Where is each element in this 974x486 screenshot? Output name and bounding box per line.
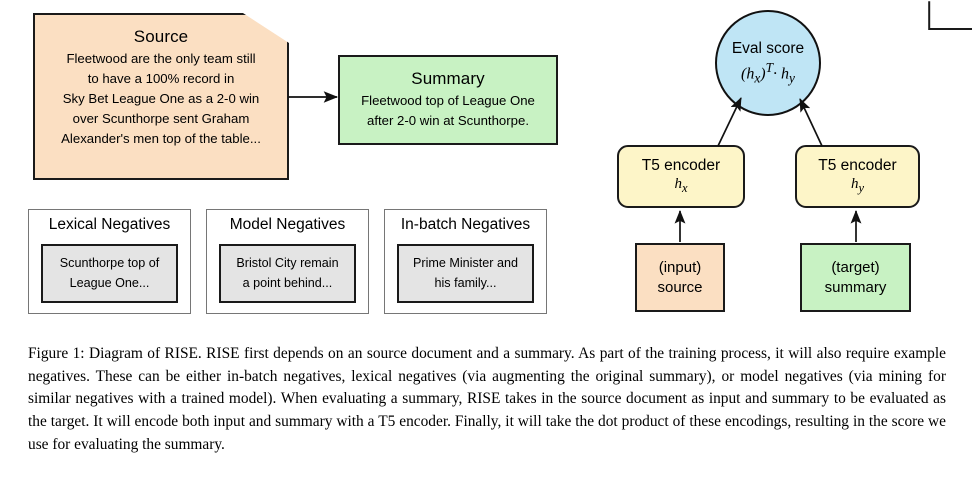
formula-open: (h: [741, 65, 755, 83]
source-line-4: over Scunthorpe sent Graham: [72, 111, 250, 127]
hy-base: h: [850, 176, 859, 192]
t5-encoder-summary-sub: hy: [851, 176, 864, 196]
figure-caption-label: Figure 1:: [28, 345, 85, 362]
target-summary-node: (target) summary: [800, 243, 911, 312]
source-line-2: to have a 100% record in: [87, 71, 235, 87]
inbatch-negatives-example: Prime Minister and his family...: [397, 244, 534, 303]
inbatch-negatives-line-2: his family...: [434, 275, 497, 290]
input-source-line-1: (input): [658, 259, 702, 276]
t5-encoder-source-node: T5 encoder hx: [617, 145, 745, 208]
formula-dot: · h: [773, 65, 790, 83]
source-line-3: Sky Bet League One as a 2-0 win: [62, 91, 260, 107]
hy-script: y: [858, 181, 865, 195]
target-summary-line-2: summary: [824, 278, 887, 296]
model-negatives-line-2: a point behind...: [242, 275, 333, 290]
lexical-negatives-example: Scunthorpe top of League One...: [41, 244, 178, 303]
formula-sub-x: x: [754, 71, 761, 86]
model-negatives-line-1: Bristol City remain: [236, 255, 339, 270]
formula-sup-t: T: [765, 60, 774, 76]
input-source-node: (input) source: [635, 243, 725, 312]
summary-node: Summary Fleetwood top of League One afte…: [338, 55, 558, 145]
formula-sub-y: y: [789, 71, 795, 86]
lexical-negatives-group: Lexical Negatives Scunthorpe top of Leag…: [28, 209, 191, 314]
source-title: Source: [133, 27, 189, 46]
lexical-negatives-line-1: Scunthorpe top of: [59, 255, 160, 270]
eval-score-label: Eval score: [731, 39, 805, 57]
figure-caption-text: Diagram of RISE. RISE first depends on a…: [28, 345, 946, 453]
t5-encoder-source-sub: hx: [674, 176, 687, 196]
eval-score-formula: (hx)T· hy: [741, 60, 795, 86]
input-source-line-2: source: [657, 278, 703, 296]
hx-base: h: [674, 176, 682, 192]
arrow-encoder-summary-to-eval: [799, 98, 823, 147]
summary-title: Summary: [411, 68, 485, 88]
inbatch-negatives-line-1: Prime Minister and: [413, 255, 518, 270]
source-document-node: Source Fleetwood are the only team still…: [33, 13, 289, 180]
inbatch-negatives-title: In-batch Negatives: [400, 216, 531, 233]
t5-encoder-source-title: T5 encoder: [641, 157, 721, 174]
t5-encoder-summary-node: T5 encoder hy: [795, 145, 920, 208]
eval-score-node: Eval score (hx)T· hy: [715, 10, 821, 116]
hx-script: x: [681, 181, 688, 195]
source-line-1: Fleetwood are the only team still: [66, 51, 256, 66]
t5-encoder-summary-title: T5 encoder: [818, 157, 897, 174]
model-negatives-example: Bristol City remain a point behind...: [219, 244, 356, 303]
source-line-5: Alexander's men top of the table...: [61, 131, 261, 147]
model-negatives-title: Model Negatives: [229, 216, 346, 233]
lexical-negatives-title: Lexical Negatives: [48, 216, 171, 233]
source-body: Fleetwood are the only team still to hav…: [61, 49, 261, 149]
figure-caption: Figure 1: Diagram of RISE. RISE first de…: [28, 343, 946, 456]
summary-line-1: Fleetwood top of League One: [361, 92, 535, 108]
target-summary-line-1: (target): [831, 259, 880, 276]
summary-body: Fleetwood top of League One after 2-0 wi…: [361, 91, 535, 131]
page-fold-icon: [928, 0, 974, 31]
formula-close: ): [760, 65, 766, 83]
model-negatives-group: Model Negatives Bristol City remain a po…: [206, 209, 369, 314]
inbatch-negatives-group: In-batch Negatives Prime Minister and hi…: [384, 209, 547, 314]
lexical-negatives-line-2: League One...: [69, 275, 150, 290]
summary-line-2: after 2-0 win at Scunthorpe.: [366, 113, 529, 128]
figure-diagram: Source Fleetwood are the only team still…: [28, 0, 974, 314]
